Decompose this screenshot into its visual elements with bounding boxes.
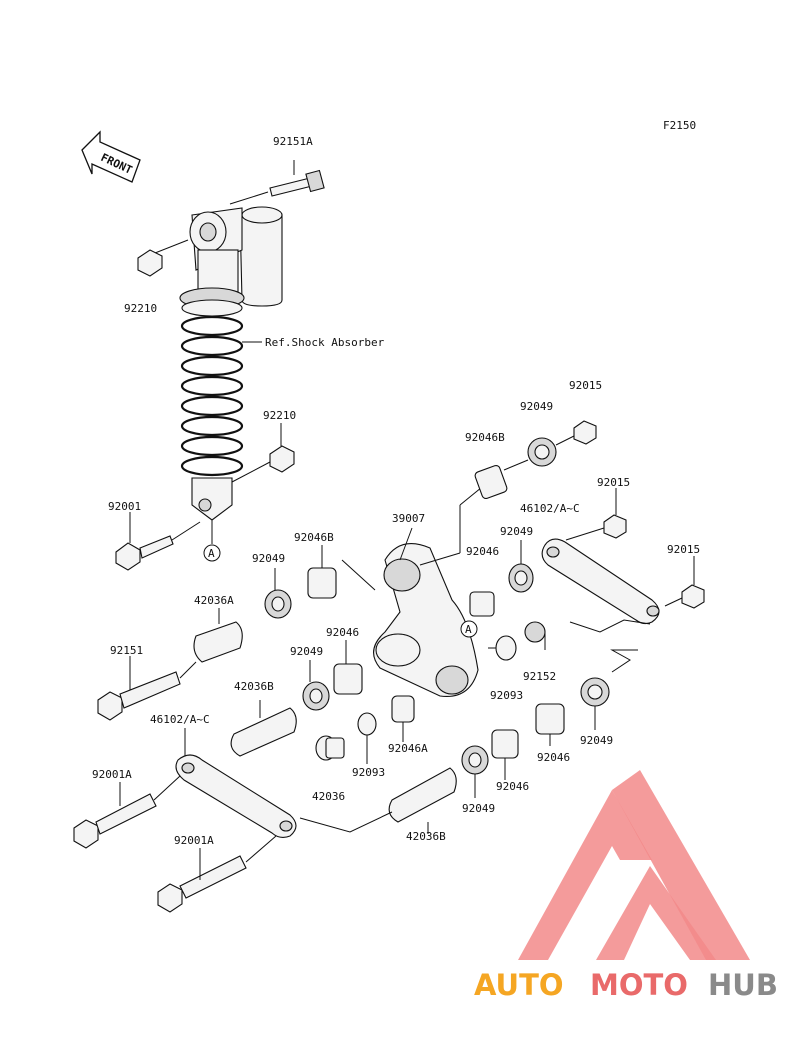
- part-labels: 92151A 92210 92210 92001 39007 92015 920…: [92, 135, 700, 847]
- sleeve-92152: [524, 621, 546, 643]
- label-92046-b: 92046: [326, 626, 359, 639]
- label-92049-f: 92049: [462, 802, 495, 815]
- bolt-92001a-upper: [73, 775, 181, 849]
- label-92093-a: 92093: [490, 689, 523, 702]
- bearing-92046-d: [491, 729, 519, 759]
- nut-92210-top: [137, 249, 163, 277]
- label-92015-c: 92015: [667, 543, 700, 556]
- automotohub-logo: AUTO MOTO HUB: [474, 770, 778, 1002]
- marker-a-rocker-label: A: [465, 623, 472, 636]
- seal-92093-b: [357, 712, 377, 736]
- bolt-92001a-lower: [157, 835, 277, 913]
- label-92046a: 92046A: [388, 742, 428, 755]
- label-92046-d: 92046: [496, 780, 529, 793]
- bolt-92151a: [149, 160, 325, 256]
- logo-auto: AUTO: [474, 968, 564, 1002]
- nut-92210-mid: [269, 445, 295, 473]
- shock-absorber: [179, 206, 283, 521]
- marker-a-rocker: [460, 620, 478, 638]
- label-92015-a: 92015: [569, 379, 602, 392]
- label-92001a-lower: 92001A: [174, 834, 214, 847]
- label-46102-upper: 46102/A~C: [520, 502, 580, 515]
- label-92049-a: 92049: [520, 400, 553, 413]
- label-92152: 92152: [523, 670, 556, 683]
- label-92093-b: 92093: [352, 766, 385, 779]
- logo-hub: HUB: [708, 968, 778, 1002]
- label-42036b-upper: 42036B: [234, 680, 274, 693]
- label-92046-a: 92046: [466, 545, 499, 558]
- label-92015-b: 92015: [597, 476, 630, 489]
- marker-a-shock-label: A: [208, 547, 215, 560]
- label-92151: 92151: [110, 644, 143, 657]
- figure-code: F2150: [663, 119, 696, 132]
- label-92151a: 92151A: [273, 135, 313, 148]
- label-92001: 92001: [108, 500, 141, 513]
- label-46102-lower: 46102/A~C: [150, 713, 210, 726]
- rocker-arm-39007: [373, 543, 479, 698]
- bearing-92046b-b: [307, 567, 337, 599]
- label-92046-c: 92046: [537, 751, 570, 764]
- label-92046b-b: 92046B: [294, 531, 334, 544]
- logo-moto: MOTO: [590, 968, 688, 1002]
- label-92046b-a: 92046B: [465, 431, 505, 444]
- reference-note: Ref.Shock Absorber: [265, 336, 385, 349]
- bolt-92151: [97, 656, 197, 721]
- label-42036b-lower: 42036B: [406, 830, 446, 843]
- bearing-92046a: [391, 695, 415, 723]
- label-92049-b: 92049: [500, 525, 533, 538]
- label-92210-top: 92210: [124, 302, 157, 315]
- bearing-92046-a: [469, 591, 495, 617]
- tie-rod-46102-lower: [175, 728, 297, 839]
- label-92210-mid: 92210: [263, 409, 296, 422]
- label-92049-e: 92049: [580, 734, 613, 747]
- upper-right-stack: [474, 420, 597, 500]
- label-92001a-upper: 92001A: [92, 768, 132, 781]
- bearing-92046-b: [333, 663, 363, 695]
- seal-92093-a: [495, 635, 517, 661]
- label-92049-c: 92049: [252, 552, 285, 565]
- label-39007: 39007: [392, 512, 425, 525]
- sleeve-42036b-upper: [230, 707, 297, 757]
- sleeve-42036a: [193, 621, 243, 663]
- sleeve-42036b-lower: [388, 767, 457, 823]
- bearing-92046-c: [535, 703, 565, 735]
- tie-rod-46102-upper: [541, 488, 705, 625]
- marker-a-shock: [203, 544, 221, 562]
- label-42036a: 42036A: [194, 594, 234, 607]
- label-92049-d: 92049: [290, 645, 323, 658]
- front-arrow-icon: FRONT: [81, 130, 141, 183]
- label-42036: 42036: [312, 790, 345, 803]
- bolt-92001: [115, 512, 201, 571]
